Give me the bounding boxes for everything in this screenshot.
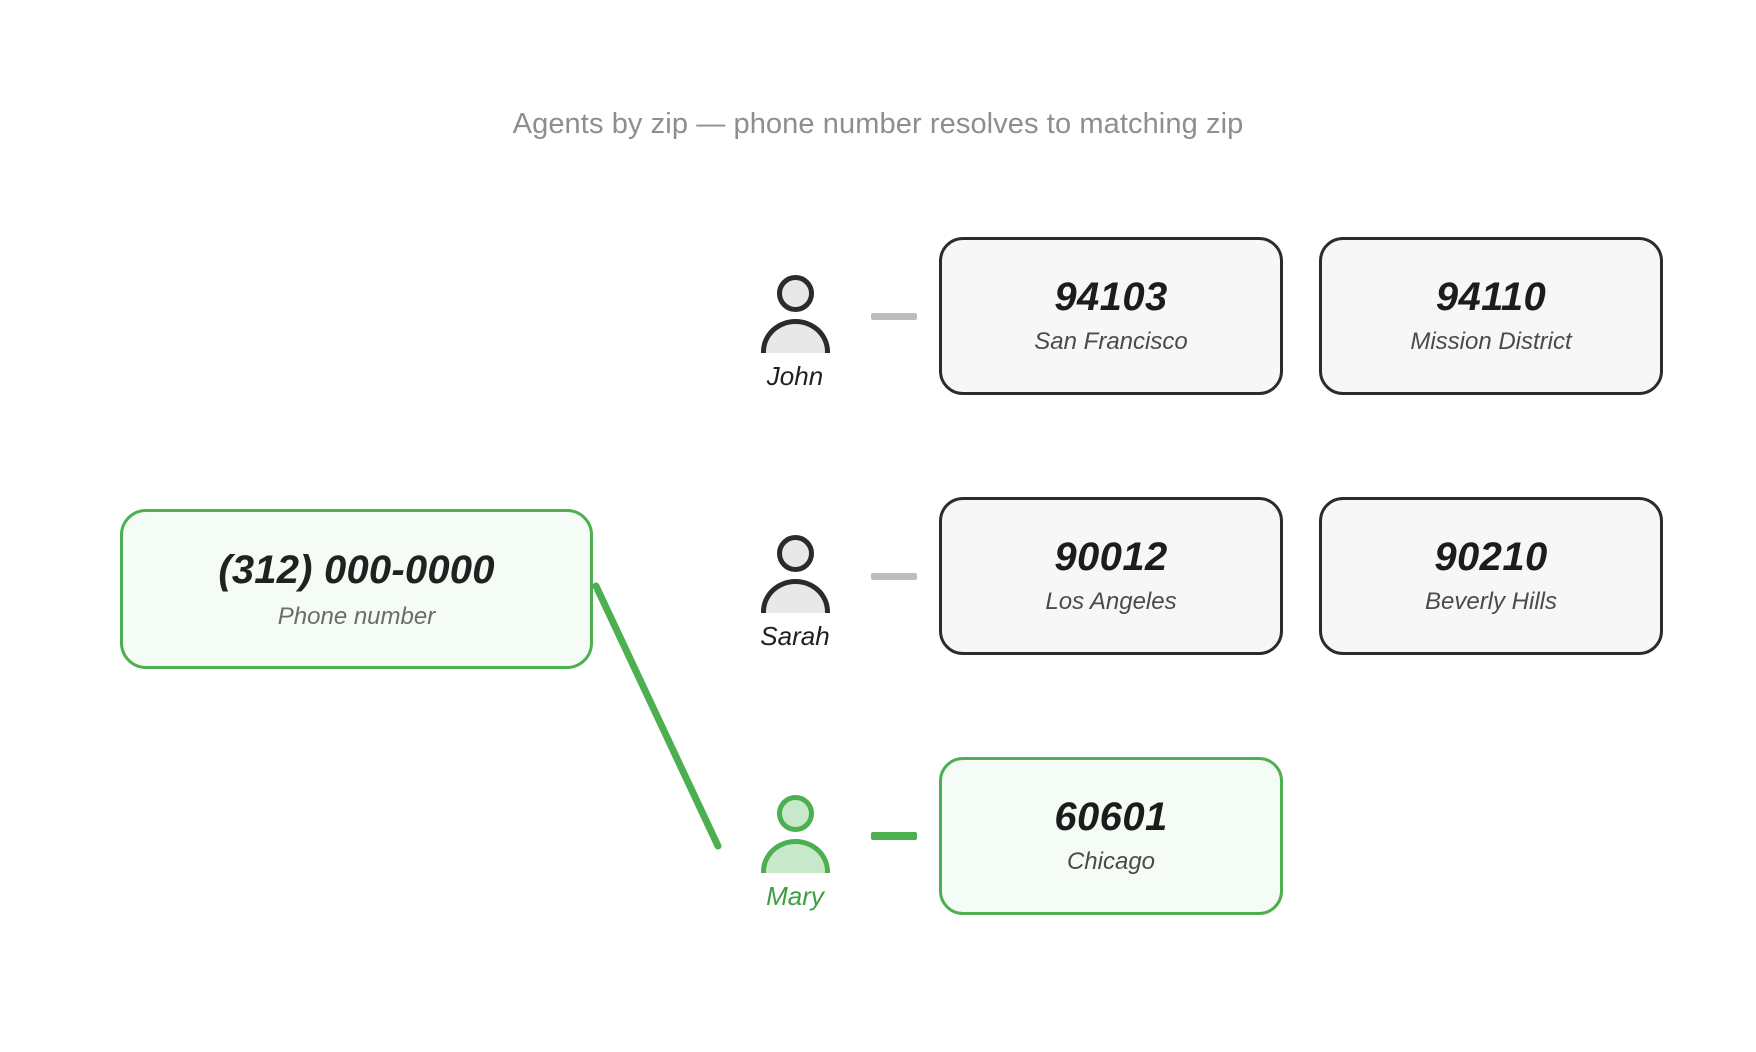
- zip-card-group-sarah: 90012 Los Angeles 90210 Beverly Hills: [939, 497, 1663, 689]
- agent-name-label: Mary: [766, 880, 824, 911]
- page-title: Agents by zip — phone number resolves to…: [512, 108, 1244, 140]
- zip-card[interactable]: 94103 San Francisco: [939, 237, 1283, 395]
- avatar-head-icon: [777, 534, 814, 572]
- zip-city: Beverly Hills: [1424, 588, 1558, 615]
- agent-name-label: Sarah: [760, 620, 830, 651]
- agent-row-mary: Mary 60601 Chicago: [735, 757, 1283, 938]
- agent-sarah[interactable]: Sarah: [735, 534, 855, 652]
- connector-dash-sarah: [871, 572, 917, 580]
- zip-code: 60601: [1054, 795, 1168, 839]
- avatar-body-icon: [761, 318, 830, 353]
- zip-city: Mission District: [1410, 328, 1572, 355]
- person-avatar-icon: [759, 534, 831, 613]
- zip-card-group-john: 94103 San Francisco 94110 Mission Distri…: [939, 237, 1663, 429]
- person-avatar-icon: [759, 274, 831, 353]
- phone-number-label: Phone number: [277, 602, 436, 630]
- agent-mary[interactable]: Mary: [735, 794, 855, 912]
- zip-code: 90210: [1434, 535, 1548, 579]
- avatar-body-icon: [761, 838, 830, 873]
- connector-dash-john: [871, 312, 917, 320]
- zip-card[interactable]: 90012 Los Angeles: [939, 497, 1283, 655]
- zip-card[interactable]: 90210 Beverly Hills: [1319, 497, 1663, 655]
- zip-card[interactable]: 94110 Mission District: [1319, 237, 1663, 395]
- zip-city: Chicago: [1066, 848, 1156, 875]
- person-avatar-icon: [759, 794, 831, 873]
- avatar-head-icon: [777, 274, 814, 312]
- zip-code: 94103: [1054, 275, 1168, 319]
- agent-john[interactable]: John: [735, 274, 855, 392]
- avatar-body-icon: [761, 578, 830, 613]
- connector-dash-mary: [871, 832, 917, 840]
- zip-city: Los Angeles: [1045, 588, 1177, 615]
- zip-code: 94110: [1435, 275, 1547, 319]
- agent-name-label: John: [766, 360, 824, 391]
- zip-card[interactable]: 60601 Chicago: [939, 757, 1283, 915]
- agent-row-john: John 94103 San Francisco 94110 Mission D…: [735, 237, 1663, 418]
- connector-phone-to-mary: [592, 582, 722, 850]
- zip-card-group-mary: 60601 Chicago: [939, 757, 1283, 949]
- phone-number-card[interactable]: (312) 000-0000 Phone number: [120, 509, 593, 669]
- phone-number-value: (312) 000-0000: [218, 547, 495, 592]
- agent-row-sarah: Sarah 90012 Los Angeles 90210 Beverly Hi…: [735, 497, 1663, 678]
- zip-city: San Francisco: [1034, 328, 1188, 355]
- avatar-head-icon: [777, 794, 814, 832]
- zip-code: 90012: [1054, 535, 1168, 579]
